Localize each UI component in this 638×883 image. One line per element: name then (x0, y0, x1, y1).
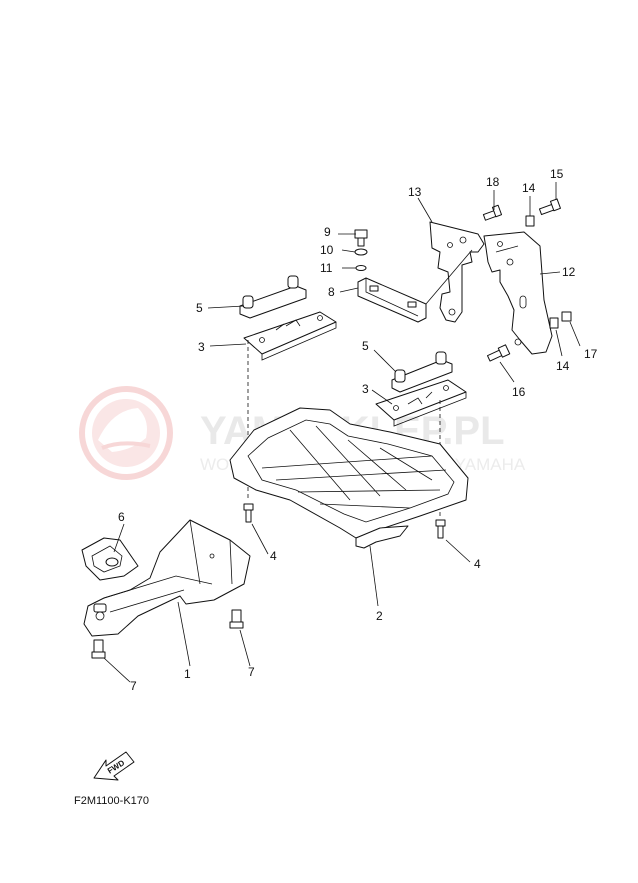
bolt-17 (561, 311, 572, 322)
watermark-logo-icon (79, 386, 173, 480)
bracket-plate-13 (429, 221, 485, 323)
callout-6: 6 (118, 510, 125, 524)
callout-14-lower: 14 (556, 359, 570, 373)
callout-5-upper: 5 (196, 301, 203, 315)
bolt-4-right (435, 519, 446, 539)
mount-6 (81, 537, 139, 581)
callouts: 1 2 3 3 4 4 5 5 6 7 7 8 9 10 11 12 13 14… (118, 167, 598, 693)
callout-3-lower: 3 (362, 382, 369, 396)
strip-8 (357, 277, 427, 323)
callout-7-left: 7 (130, 679, 137, 693)
callout-4-left: 4 (270, 549, 277, 563)
bolt-4-left (243, 503, 254, 523)
bolt-7-right (229, 609, 244, 629)
bracket-1 (83, 519, 251, 637)
leader-lines (103, 182, 581, 683)
callout-14-upper: 14 (522, 181, 536, 195)
bolt-7-left (91, 639, 106, 659)
callout-5-lower: 5 (362, 339, 369, 353)
callout-9: 9 (324, 225, 331, 239)
diagram-code: F2M1100-K170 (74, 795, 149, 807)
plate-3-lower (375, 379, 467, 427)
bolt-16 (486, 344, 511, 362)
callout-11: 11 (320, 261, 333, 275)
clamp-5-upper (239, 275, 307, 319)
tray-2 (229, 407, 469, 549)
bolt-15 (538, 198, 561, 216)
plate-3-upper (243, 311, 337, 361)
callout-15: 15 (550, 167, 564, 181)
bolt-9 (354, 229, 368, 247)
callout-2: 2 (376, 609, 383, 623)
callout-3-upper: 3 (198, 340, 205, 354)
clamp-5-lower (391, 351, 453, 393)
callout-16: 16 (512, 385, 526, 399)
bolt-18 (482, 204, 503, 221)
fwd-arrow-icon: FWD (93, 751, 135, 781)
bolt-14-lower (549, 317, 559, 329)
callout-17: 17 (584, 347, 598, 361)
callout-8: 8 (328, 285, 335, 299)
callout-1: 1 (184, 667, 191, 681)
bolt-14-upper (525, 215, 535, 227)
callout-7-right: 7 (248, 665, 255, 679)
washer-11 (355, 265, 367, 271)
callout-12: 12 (562, 265, 576, 279)
callout-10: 10 (320, 243, 334, 257)
bracket-plate-12 (483, 231, 553, 355)
callout-18: 18 (486, 175, 500, 189)
washer-10 (354, 248, 368, 256)
callout-4-right: 4 (474, 557, 481, 571)
callout-13: 13 (408, 185, 422, 199)
